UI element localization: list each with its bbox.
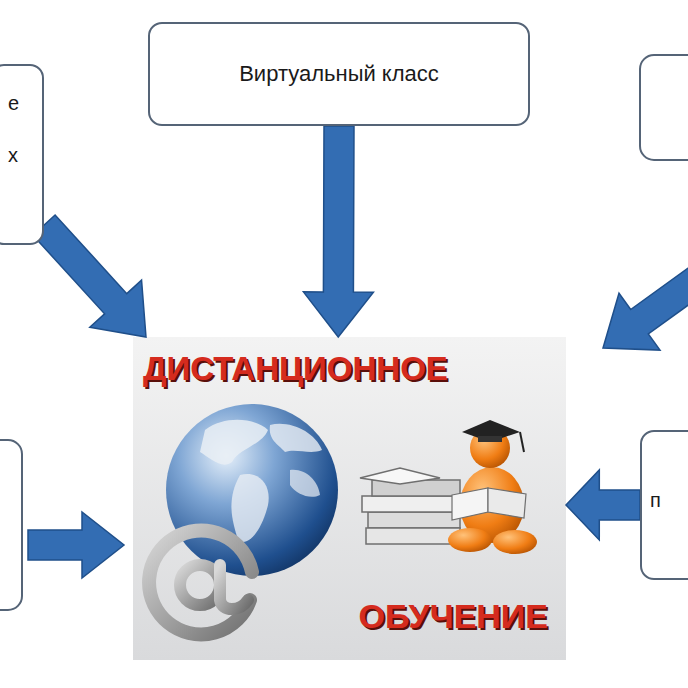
box-label: п — [650, 489, 688, 512]
student-figure — [448, 420, 537, 554]
banner-title: ОБУЧЕНИЕ — [359, 597, 548, 636]
process-box: Виртуальный класс — [148, 22, 530, 126]
banner-title: ДИСТАНЦИОННОЕ — [143, 350, 448, 388]
globe — [166, 404, 338, 576]
cut-box — [640, 55, 688, 160]
process-box: е х — [0, 64, 44, 245]
picture-ground — [133, 337, 566, 660]
process-box: п — [640, 430, 688, 580]
picture-node: ДИСТАНЦИОННОЕ ОБУЧЕНИЕ — [133, 337, 566, 660]
books — [360, 468, 460, 544]
box-label: е х — [8, 77, 24, 181]
block-arrow — [566, 470, 640, 540]
block-arrow — [33, 215, 146, 337]
block-arrow — [28, 512, 124, 578]
at-symbol — [149, 530, 252, 634]
block-arrow — [603, 266, 688, 350]
block-arrow — [303, 126, 373, 337]
box-label: Виртуальный класс — [239, 61, 439, 86]
cut-box — [0, 440, 22, 610]
